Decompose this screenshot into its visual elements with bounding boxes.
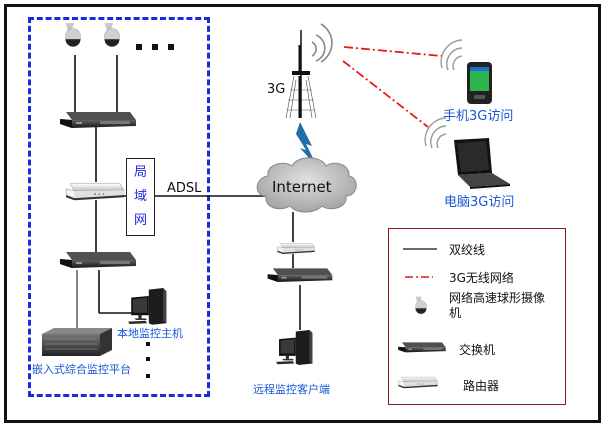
router-icon (276, 242, 316, 255)
switch-icon (397, 341, 447, 355)
lan-label-char: 域 (133, 189, 147, 204)
adsl-label: ADSL (167, 181, 202, 196)
phone-access-label: 手机3G访问 (443, 109, 514, 124)
dash-dot-line-icon (405, 276, 433, 278)
wireless-uplink-icon (296, 122, 318, 168)
3g-tower-icon (285, 30, 317, 119)
laptop-icon (454, 138, 510, 189)
switch-icon (60, 112, 136, 128)
lan-label-char: 局 (133, 165, 147, 180)
internet-cloud-icon (256, 157, 357, 213)
router-icon (397, 375, 439, 389)
switch-icon (60, 252, 136, 268)
dome-camera-icon (413, 295, 429, 317)
local-monitor-pc-icon (128, 288, 167, 325)
tower-label: 3G (267, 82, 286, 97)
legend-label: 3G无线网络 (449, 271, 514, 285)
tower-signal-icon (311, 23, 333, 63)
legend-label: 网络高速球形摄像机 (449, 291, 546, 320)
embedded-platform-icon (42, 328, 112, 356)
dome-camera-icon (103, 22, 121, 48)
lan-boundary (28, 17, 210, 397)
dome-camera-icon (64, 22, 82, 48)
lan-label: 局 域 网 (126, 158, 155, 236)
router-icon (65, 183, 125, 201)
more-cameras-ellipsis (136, 44, 174, 50)
remote-client-label: 远程监控客户端 (253, 383, 330, 396)
legend-label: 交换机 (459, 343, 496, 357)
laptop-signal-icon (424, 117, 447, 149)
embedded-platform-label: 嵌入式综合监控平台 (32, 363, 131, 376)
wireless-links (342, 46, 443, 128)
more-hosts-ellipsis (146, 342, 150, 378)
remote-cables (292, 212, 301, 330)
local-host-label: 本地监控主机 (117, 327, 183, 340)
internet-label: Internet (272, 178, 332, 196)
switch-icon (267, 268, 333, 282)
solid-line-icon (403, 248, 437, 250)
lan-label-char: 网 (133, 213, 147, 228)
legend: 双绞线 3G无线网络 网络高速球形摄像机 交换机 路由器 (388, 228, 566, 405)
laptop-access-label: 电脑3G访问 (444, 195, 515, 210)
legend-label: 双绞线 (449, 243, 486, 257)
legend-label: 路由器 (463, 379, 500, 393)
phone-signal-icon (440, 39, 463, 71)
mobile-phone-icon (467, 62, 492, 104)
remote-client-pc-icon (276, 330, 313, 365)
